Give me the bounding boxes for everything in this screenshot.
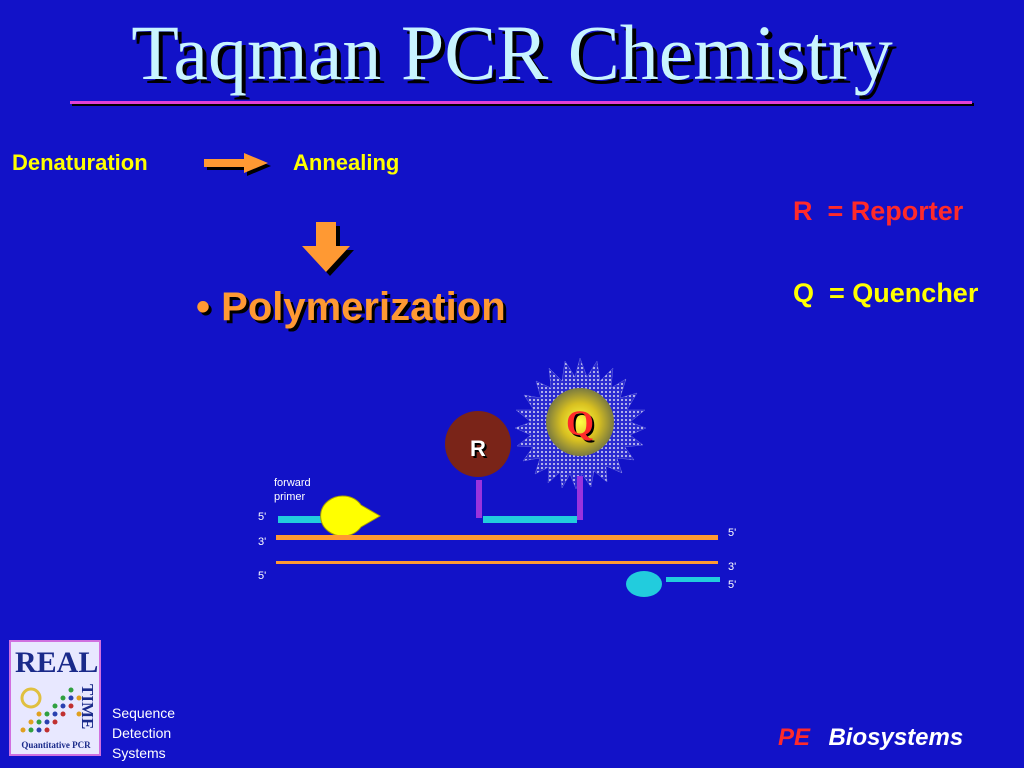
arrow-right-icon	[204, 153, 271, 176]
quencher-ball	[546, 388, 614, 456]
end-label-top-left-3: 3'	[258, 536, 266, 548]
end-label-bottom-right-3: 3'	[728, 561, 736, 573]
reverse-polymerase-icon	[626, 571, 662, 597]
reverse-primer-strand	[666, 577, 720, 582]
legend-quencher: Q = Quencher	[793, 278, 978, 309]
forward-primer-strand	[278, 516, 336, 523]
slide-title: Taqman PCR Chemistry	[131, 9, 893, 96]
reporter-linker	[476, 480, 482, 518]
reporter-ball	[445, 411, 511, 477]
logo-dot-graphic	[20, 687, 82, 733]
template-strand-top	[276, 535, 718, 540]
product-line-1: Sequence	[112, 705, 176, 721]
end-label-bottom-left-5: 5'	[258, 570, 266, 582]
legend-quencher-text: = Quencher	[829, 278, 979, 308]
arrow-down-icon	[302, 222, 354, 276]
brand-biosystems: Biosystems	[828, 724, 964, 751]
bullet-polymerization: • Polymerization	[196, 285, 506, 330]
end-label-top-right-5: 5'	[728, 527, 736, 539]
quencher-label: Q	[568, 405, 596, 445]
template-strand-bottom	[276, 561, 718, 564]
product-name: Sequence Detection Systems	[112, 703, 175, 763]
end-label-top-left-5: 5'	[258, 511, 266, 523]
product-line-2: Detection	[112, 725, 172, 741]
reporter-label-shadow: R	[472, 438, 488, 463]
legend-reporter-text: = Reporter	[827, 196, 964, 226]
forward-primer-label-1: forward	[274, 477, 311, 489]
reporter-label: R	[470, 436, 486, 461]
title-underline	[70, 101, 972, 104]
forward-primer-label-2: primer	[274, 491, 306, 503]
legend-quencher-symbol: Q	[793, 278, 815, 308]
quencher-linker	[577, 476, 583, 520]
legend-reporter: R = Reporter	[793, 196, 963, 227]
bullet-symbol: •	[196, 285, 211, 329]
brand-pe: PE	[778, 724, 811, 751]
company-brand: PE Biosystems	[778, 724, 963, 752]
legend-reporter-symbol: R	[793, 196, 813, 226]
logo-word-time: TIME	[78, 684, 97, 730]
step-annealing: Annealing	[293, 150, 400, 175]
step-denaturation: Denaturation	[12, 150, 148, 175]
end-label-bottom-right-5: 5'	[728, 579, 736, 591]
real-time-logo: REAL TIME Quantitative PCR	[9, 640, 101, 756]
polymerization-label: Polymerization	[221, 285, 506, 329]
quencher-label-front: Q	[566, 403, 594, 443]
taqman-diagram: Q Q R R forward primer 5' 3' 5' 5' 3' 5'	[258, 357, 736, 597]
probe-strand	[483, 516, 577, 523]
logo-subtitle: Quantitative PCR	[21, 740, 91, 750]
logo-word-real: REAL	[15, 646, 99, 679]
product-line-3: Systems	[112, 745, 166, 761]
polymerase-icon	[320, 495, 381, 537]
